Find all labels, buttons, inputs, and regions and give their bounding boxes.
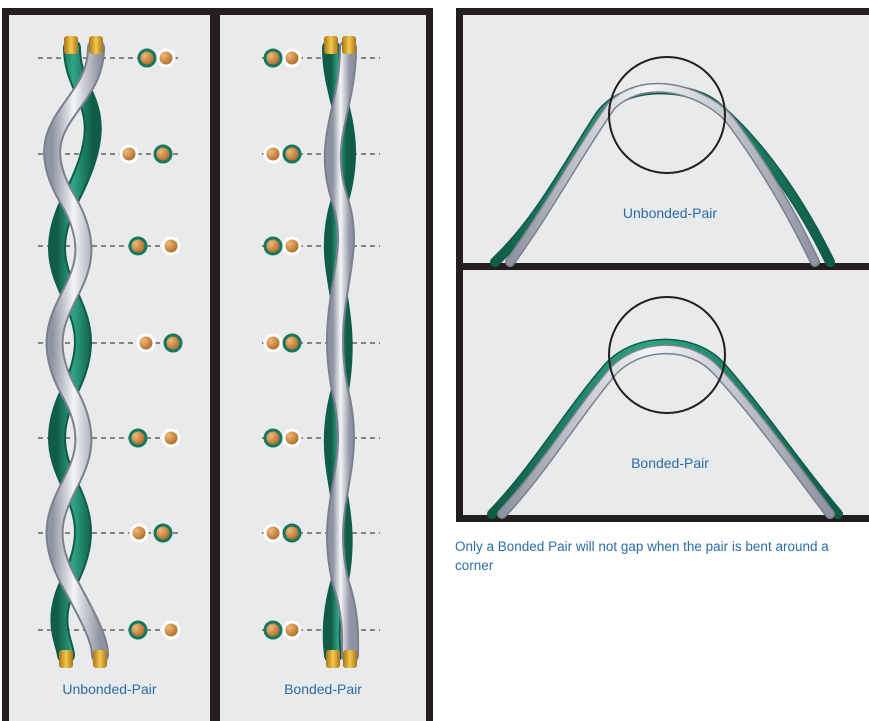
unbonded-bent-pair: [490, 82, 835, 267]
unbonded-pair-panel: [2, 8, 213, 721]
bonded-pair-label: Bonded-Pair: [284, 681, 362, 697]
unbonded-cross-sections: [119, 48, 183, 640]
bonded-bend-label: Bonded-Pair: [631, 455, 709, 471]
bonded-bent-pair: [487, 338, 843, 519]
bonded-highlight-circle: [608, 296, 726, 414]
caption-text: Only a Bonded Pair will not gap when the…: [455, 539, 829, 573]
bonded-pair-panel: [213, 8, 433, 721]
bonded-cross-sections: [263, 48, 302, 640]
unbonded-bend-label: Unbonded-Pair: [622, 205, 718, 221]
unbonded-twisted-pair: [43, 36, 109, 668]
gap-highlight-circle: [608, 56, 726, 174]
bonded-twisted-pair: [322, 36, 360, 668]
unbonded-pair-label: Unbonded-Pair: [62, 681, 157, 697]
